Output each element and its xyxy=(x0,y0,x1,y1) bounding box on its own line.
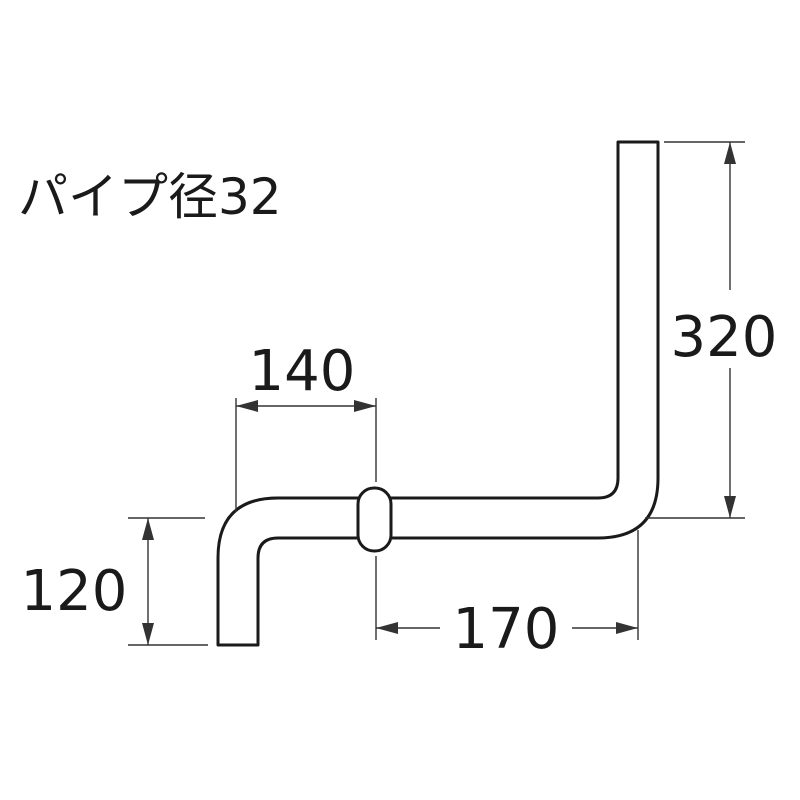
pipe-joint xyxy=(356,486,393,553)
pipe-diameter-title: パイプ径32 xyxy=(18,168,282,226)
pipe-outline xyxy=(216,140,660,647)
dimension-170-label: 170 xyxy=(453,597,560,662)
dimension-170: 170 xyxy=(376,597,638,662)
dimension-120-label: 120 xyxy=(21,559,128,624)
dimension-320-label: 320 xyxy=(671,305,778,370)
dimension-120: 120 xyxy=(21,518,154,645)
dimension-140-label: 140 xyxy=(249,339,356,404)
dimension-140: 140 xyxy=(236,339,376,412)
dimension-320: 320 xyxy=(671,142,778,518)
